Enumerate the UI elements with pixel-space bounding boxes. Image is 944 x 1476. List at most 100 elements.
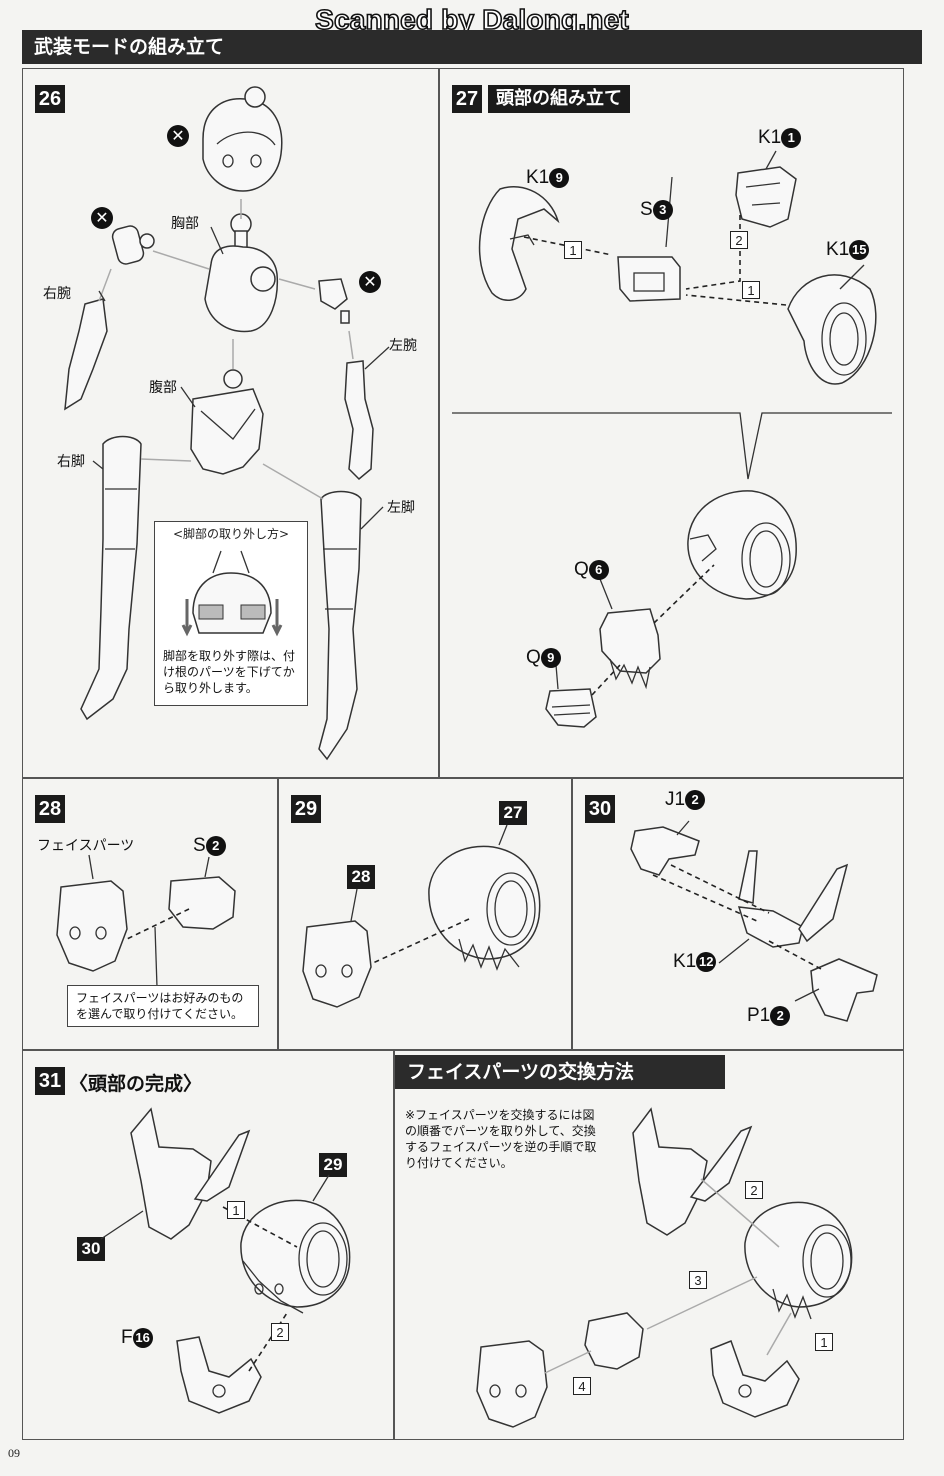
face-choice-note: フェイスパーツはお好みのものを選んで取り付けてください。 bbox=[67, 985, 259, 1027]
part-number-badge: 1 bbox=[781, 127, 802, 148]
step-27-panel: 27 頭部の組み立て bbox=[439, 68, 904, 778]
left-arm-part bbox=[344, 360, 374, 481]
exclude-mark-icon: ✕ bbox=[359, 271, 381, 293]
j1-2-part bbox=[630, 826, 700, 876]
right-leg-part bbox=[80, 435, 142, 721]
head-part bbox=[202, 98, 283, 192]
face-part bbox=[56, 880, 128, 972]
order-marker: 3 bbox=[689, 1271, 707, 1289]
helmet-cover-part bbox=[130, 1107, 212, 1240]
s-2-part bbox=[168, 876, 236, 930]
q-6-part bbox=[599, 608, 661, 674]
note-text: フェイスパーツはお好みのものを選んで取り付けてください。 bbox=[76, 991, 244, 1021]
part-number-badge: 3 bbox=[652, 199, 673, 220]
step-number: 30 bbox=[585, 795, 615, 823]
label-left-arm: 左腕 bbox=[389, 338, 417, 354]
step-29-illustration bbox=[302, 824, 541, 1008]
note-text: 脚部を取り外す際は、付け根のパーツを下げてから取り外します。 bbox=[163, 649, 296, 695]
part-number-badge: 9 bbox=[549, 167, 570, 188]
step-28-illustration bbox=[56, 854, 236, 988]
step-30-illustration bbox=[630, 820, 878, 1022]
part-number-badge: 6 bbox=[588, 559, 609, 580]
order-marker: 1 bbox=[742, 281, 760, 299]
helmet-cover-part bbox=[632, 1107, 708, 1236]
part-number-badge: 16 bbox=[132, 1327, 153, 1348]
left-leg-part bbox=[318, 490, 362, 761]
face-part bbox=[302, 920, 372, 1008]
step-number: 28 bbox=[35, 795, 65, 823]
exclude-mark-icon: ✕ bbox=[167, 125, 189, 147]
part-number-badge: 2 bbox=[205, 835, 226, 856]
label-left-leg: 左脚 bbox=[387, 500, 415, 516]
head-assembly bbox=[687, 490, 797, 600]
face-exchange-panel: フェイスパーツの交換方法 ※フェイスパーツを交換するには図の順番でパーツを取り外… bbox=[394, 1050, 904, 1440]
k1-9-part bbox=[478, 186, 560, 301]
s-2-part bbox=[584, 1312, 644, 1370]
part-number-badge: 9 bbox=[540, 647, 561, 668]
part-number-badge: 2 bbox=[685, 789, 706, 810]
right-arm-part bbox=[64, 298, 108, 411]
leg-removal-diagram bbox=[181, 550, 283, 637]
step-31-illustration bbox=[100, 1107, 351, 1414]
step-27-illustration bbox=[452, 150, 892, 728]
reference-tag: 30 bbox=[77, 1237, 105, 1261]
abdomen-part bbox=[190, 388, 264, 475]
f-16-part bbox=[710, 1340, 800, 1418]
step-title: 頭部の組み立て bbox=[488, 85, 630, 113]
step-number: 26 bbox=[35, 85, 65, 113]
page-number: 09 bbox=[8, 1446, 20, 1460]
k1-1-part bbox=[735, 166, 797, 228]
order-marker: 2 bbox=[730, 231, 748, 249]
face-exchange-illustration bbox=[476, 1107, 853, 1428]
k1-12-part bbox=[737, 906, 804, 948]
part-number-badge: 12 bbox=[696, 951, 717, 972]
order-marker: 2 bbox=[745, 1181, 763, 1199]
order-marker: 2 bbox=[271, 1323, 289, 1341]
step-26-panel: 26 bbox=[22, 68, 439, 778]
k1-15-part bbox=[787, 274, 877, 385]
part-number-badge: 2 bbox=[770, 1005, 791, 1026]
reference-tag: 27 bbox=[499, 801, 527, 825]
head-assembly bbox=[744, 1201, 853, 1308]
leg-removal-note: <脚部の取り外し方> 脚部を取り外す際は、付け根のパーツを下げてから取り外します… bbox=[154, 521, 308, 706]
head-assembly bbox=[240, 1199, 351, 1308]
step-29-panel: 29 27 28 bbox=[278, 778, 572, 1050]
order-marker: 1 bbox=[564, 241, 582, 259]
label-right-leg: 右脚 bbox=[57, 454, 85, 470]
p1-2-part bbox=[810, 958, 878, 1022]
step-26-illustration bbox=[64, 86, 390, 761]
part-number-badge: 15 bbox=[849, 239, 870, 260]
order-marker: 4 bbox=[573, 1377, 591, 1395]
s-3-part bbox=[617, 256, 681, 302]
label-right-arm: 右腕 bbox=[43, 286, 71, 302]
label-face-parts: フェイスパーツ bbox=[37, 838, 135, 854]
step-number: 31 bbox=[35, 1067, 65, 1095]
reference-tag: 29 bbox=[319, 1153, 347, 1177]
face-exchange-header: フェイスパーツの交換方法 bbox=[395, 1055, 725, 1089]
order-marker: 1 bbox=[815, 1333, 833, 1351]
step-title: 〈頭部の完成〉 bbox=[69, 1073, 203, 1095]
reference-tag: 28 bbox=[347, 865, 375, 889]
label-abdomen: 腹部 bbox=[149, 380, 177, 396]
f-16-part bbox=[176, 1336, 262, 1414]
order-marker: 1 bbox=[227, 1201, 245, 1219]
exclude-mark-icon: ✕ bbox=[91, 207, 113, 229]
face-exchange-note: ※フェイスパーツを交換するには図の順番でパーツを取り外して、交換するフェイスパー… bbox=[405, 1108, 597, 1170]
note-title: <脚部の取り外し方> bbox=[172, 527, 290, 541]
step-number: 29 bbox=[291, 795, 321, 823]
section-header: 武装モードの組み立て bbox=[22, 30, 922, 64]
